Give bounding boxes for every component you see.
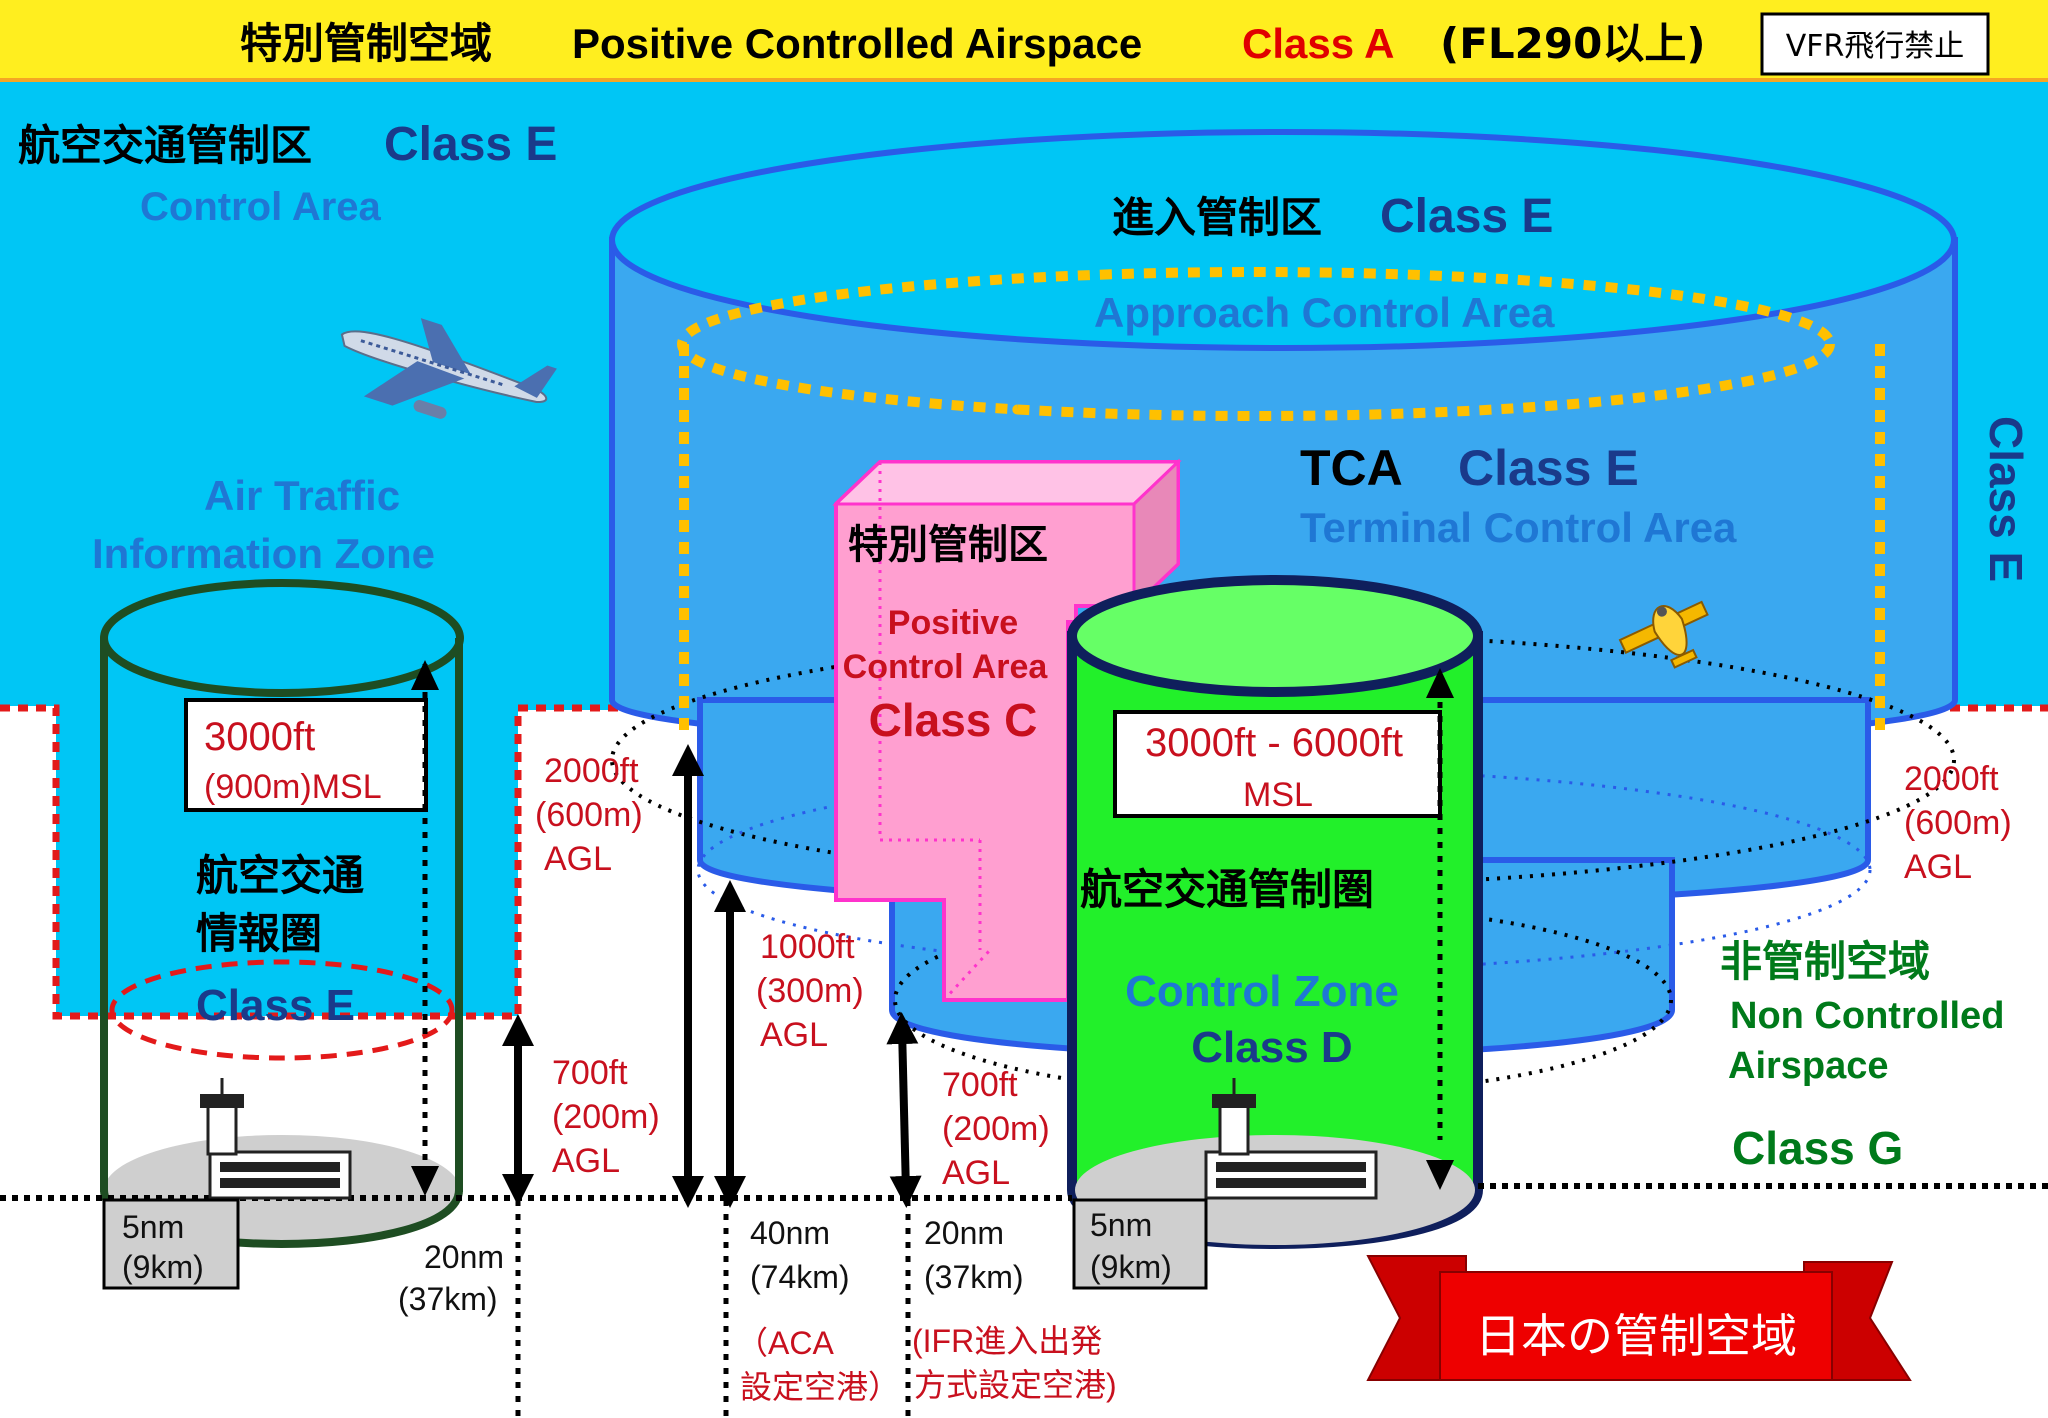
tca-name: TCA	[1300, 440, 1403, 496]
distance-37km-left: (37km)	[398, 1281, 498, 1317]
atiz-jp-line2: 情報圏	[196, 909, 322, 958]
altitude-700-left-ref: AGL	[552, 1142, 620, 1180]
control-area-en: Control Area	[140, 185, 382, 229]
non-controlled-en-line1: Non Controlled	[1730, 995, 2004, 1037]
airliner-icon	[340, 318, 557, 419]
positive-control-jp: 特別管制区	[848, 522, 1048, 568]
atiz-en-line1: Air Traffic	[204, 472, 400, 519]
header-title-en: Positive Controlled Airspace	[572, 20, 1142, 67]
atiz-jp-line1: 航空交通	[196, 851, 364, 900]
distance-20nm-left: 20nm	[424, 1239, 504, 1275]
altitude-2000-right-ref: AGL	[1904, 848, 1972, 886]
atiz-radius-box	[102, 1198, 240, 1290]
header-title-jp: 特別管制空域	[240, 19, 492, 68]
control-zone-altitude-line1: 3000ft - 6000ft	[1145, 721, 1403, 765]
altitude-700-right-m: (200m)	[942, 1110, 1050, 1148]
side-class-e: Class E	[1980, 416, 2032, 582]
distance-40nm: 40nm	[750, 1215, 830, 1251]
control-area-jp: 航空交通管制区	[18, 121, 312, 170]
altitude-700-right-ref: AGL	[942, 1154, 1010, 1192]
atiz-en-line2: Information Zone	[92, 530, 435, 577]
positive-control-class: Class C	[869, 694, 1038, 746]
altitude-700-left-m: (200m)	[552, 1098, 660, 1136]
ifr-note-line1: (IFR進入出発	[912, 1323, 1102, 1359]
vfr-badge-box	[1760, 12, 1990, 76]
approach-area-jp: 進入管制区	[1112, 193, 1322, 242]
control-zone-height-arrow	[1426, 668, 1454, 1190]
altitude-1000-m: (300m)	[756, 972, 864, 1010]
class-e-floor-boundary	[0, 704, 2048, 1020]
approach-area-en: Approach Control Area	[1094, 289, 1555, 336]
distance-74km: (74km)	[750, 1259, 850, 1295]
header-altitude: (FL290以上)	[1440, 19, 1706, 68]
control-zone-altitude-box	[1113, 710, 1442, 818]
altitude-700-right-ft: 700ft	[942, 1066, 1018, 1104]
tca-boundary	[677, 267, 1885, 730]
light-aircraft-icon	[1618, 600, 1709, 669]
control-zone-radius-box	[1072, 1198, 1208, 1290]
airport-tower-icon	[200, 1078, 352, 1200]
altitude-1000-ref: AGL	[760, 1016, 828, 1054]
atiz-height-arrow	[411, 660, 439, 1196]
airport-tower-icon	[1204, 1078, 1378, 1200]
approach-area-class: Class E	[1380, 190, 1553, 243]
tca-en: Terminal Control Area	[1300, 504, 1737, 551]
altitude-2000-right-ft: 2000ft	[1904, 760, 1999, 798]
range-guides	[422, 664, 1443, 1418]
control-zone-radius-line2: (9km)	[1090, 1249, 1172, 1285]
header-bar: 特別管制空域 Positive Controlled Airspace Clas…	[0, 0, 2048, 82]
control-zone-en: Control Zone	[1125, 967, 1399, 1016]
height-arrows	[502, 744, 922, 1208]
altitude-2000-left-ft: 2000ft	[544, 752, 639, 790]
distance-37km-mid: (37km)	[924, 1259, 1024, 1295]
header-class-a: Class A	[1242, 20, 1395, 67]
vfr-badge: VFR飛行禁止	[1786, 29, 1965, 64]
positive-control-area-shape	[832, 458, 1182, 1002]
atiz-radius-line1: 5nm	[122, 1209, 184, 1245]
positive-control-en-line2: Control Area	[843, 648, 1049, 686]
ifr-note-line2: 方式設定空港)	[914, 1367, 1117, 1403]
altitude-2000-left-m: (600m)	[535, 796, 643, 834]
control-zone-jp: 航空交通管制圏	[1080, 865, 1374, 914]
aca-note-line1: （ACA	[736, 1325, 834, 1361]
atiz-altitude-box	[184, 698, 428, 812]
atiz-altitude-line1: 3000ft	[204, 715, 315, 759]
control-zone-radius-line1: 5nm	[1090, 1207, 1152, 1243]
tca-class: Class E	[1458, 440, 1639, 496]
non-controlled-en-line2: Airspace	[1728, 1045, 1889, 1087]
banner-text: 日本の管制空域	[1475, 1309, 1797, 1363]
atiz-altitude-line2: (900m)MSL	[204, 768, 382, 806]
title-banner: 日本の管制空域	[1366, 1255, 1912, 1381]
non-controlled-jp: 非管制空域	[1720, 937, 1930, 986]
altitude-700-left-ft: 700ft	[552, 1054, 628, 1092]
atiz-class: Class E	[196, 981, 355, 1030]
positive-control-en-line1: Positive	[888, 604, 1018, 642]
control-zone-altitude-line2: MSL	[1243, 776, 1313, 814]
altitude-2000-left-ref: AGL	[544, 840, 612, 878]
atiz-radius-line2: (9km)	[122, 1249, 204, 1285]
distance-20nm-mid: 20nm	[924, 1215, 1004, 1251]
control-area-class: Class E	[384, 118, 557, 171]
altitude-1000-ft: 1000ft	[760, 928, 855, 966]
control-zone-class: Class D	[1191, 1023, 1352, 1072]
altitude-2000-right-m: (600m)	[1904, 804, 2012, 842]
aca-note-line2: 設定空港）	[740, 1369, 900, 1405]
class-g: Class G	[1732, 1122, 1903, 1174]
